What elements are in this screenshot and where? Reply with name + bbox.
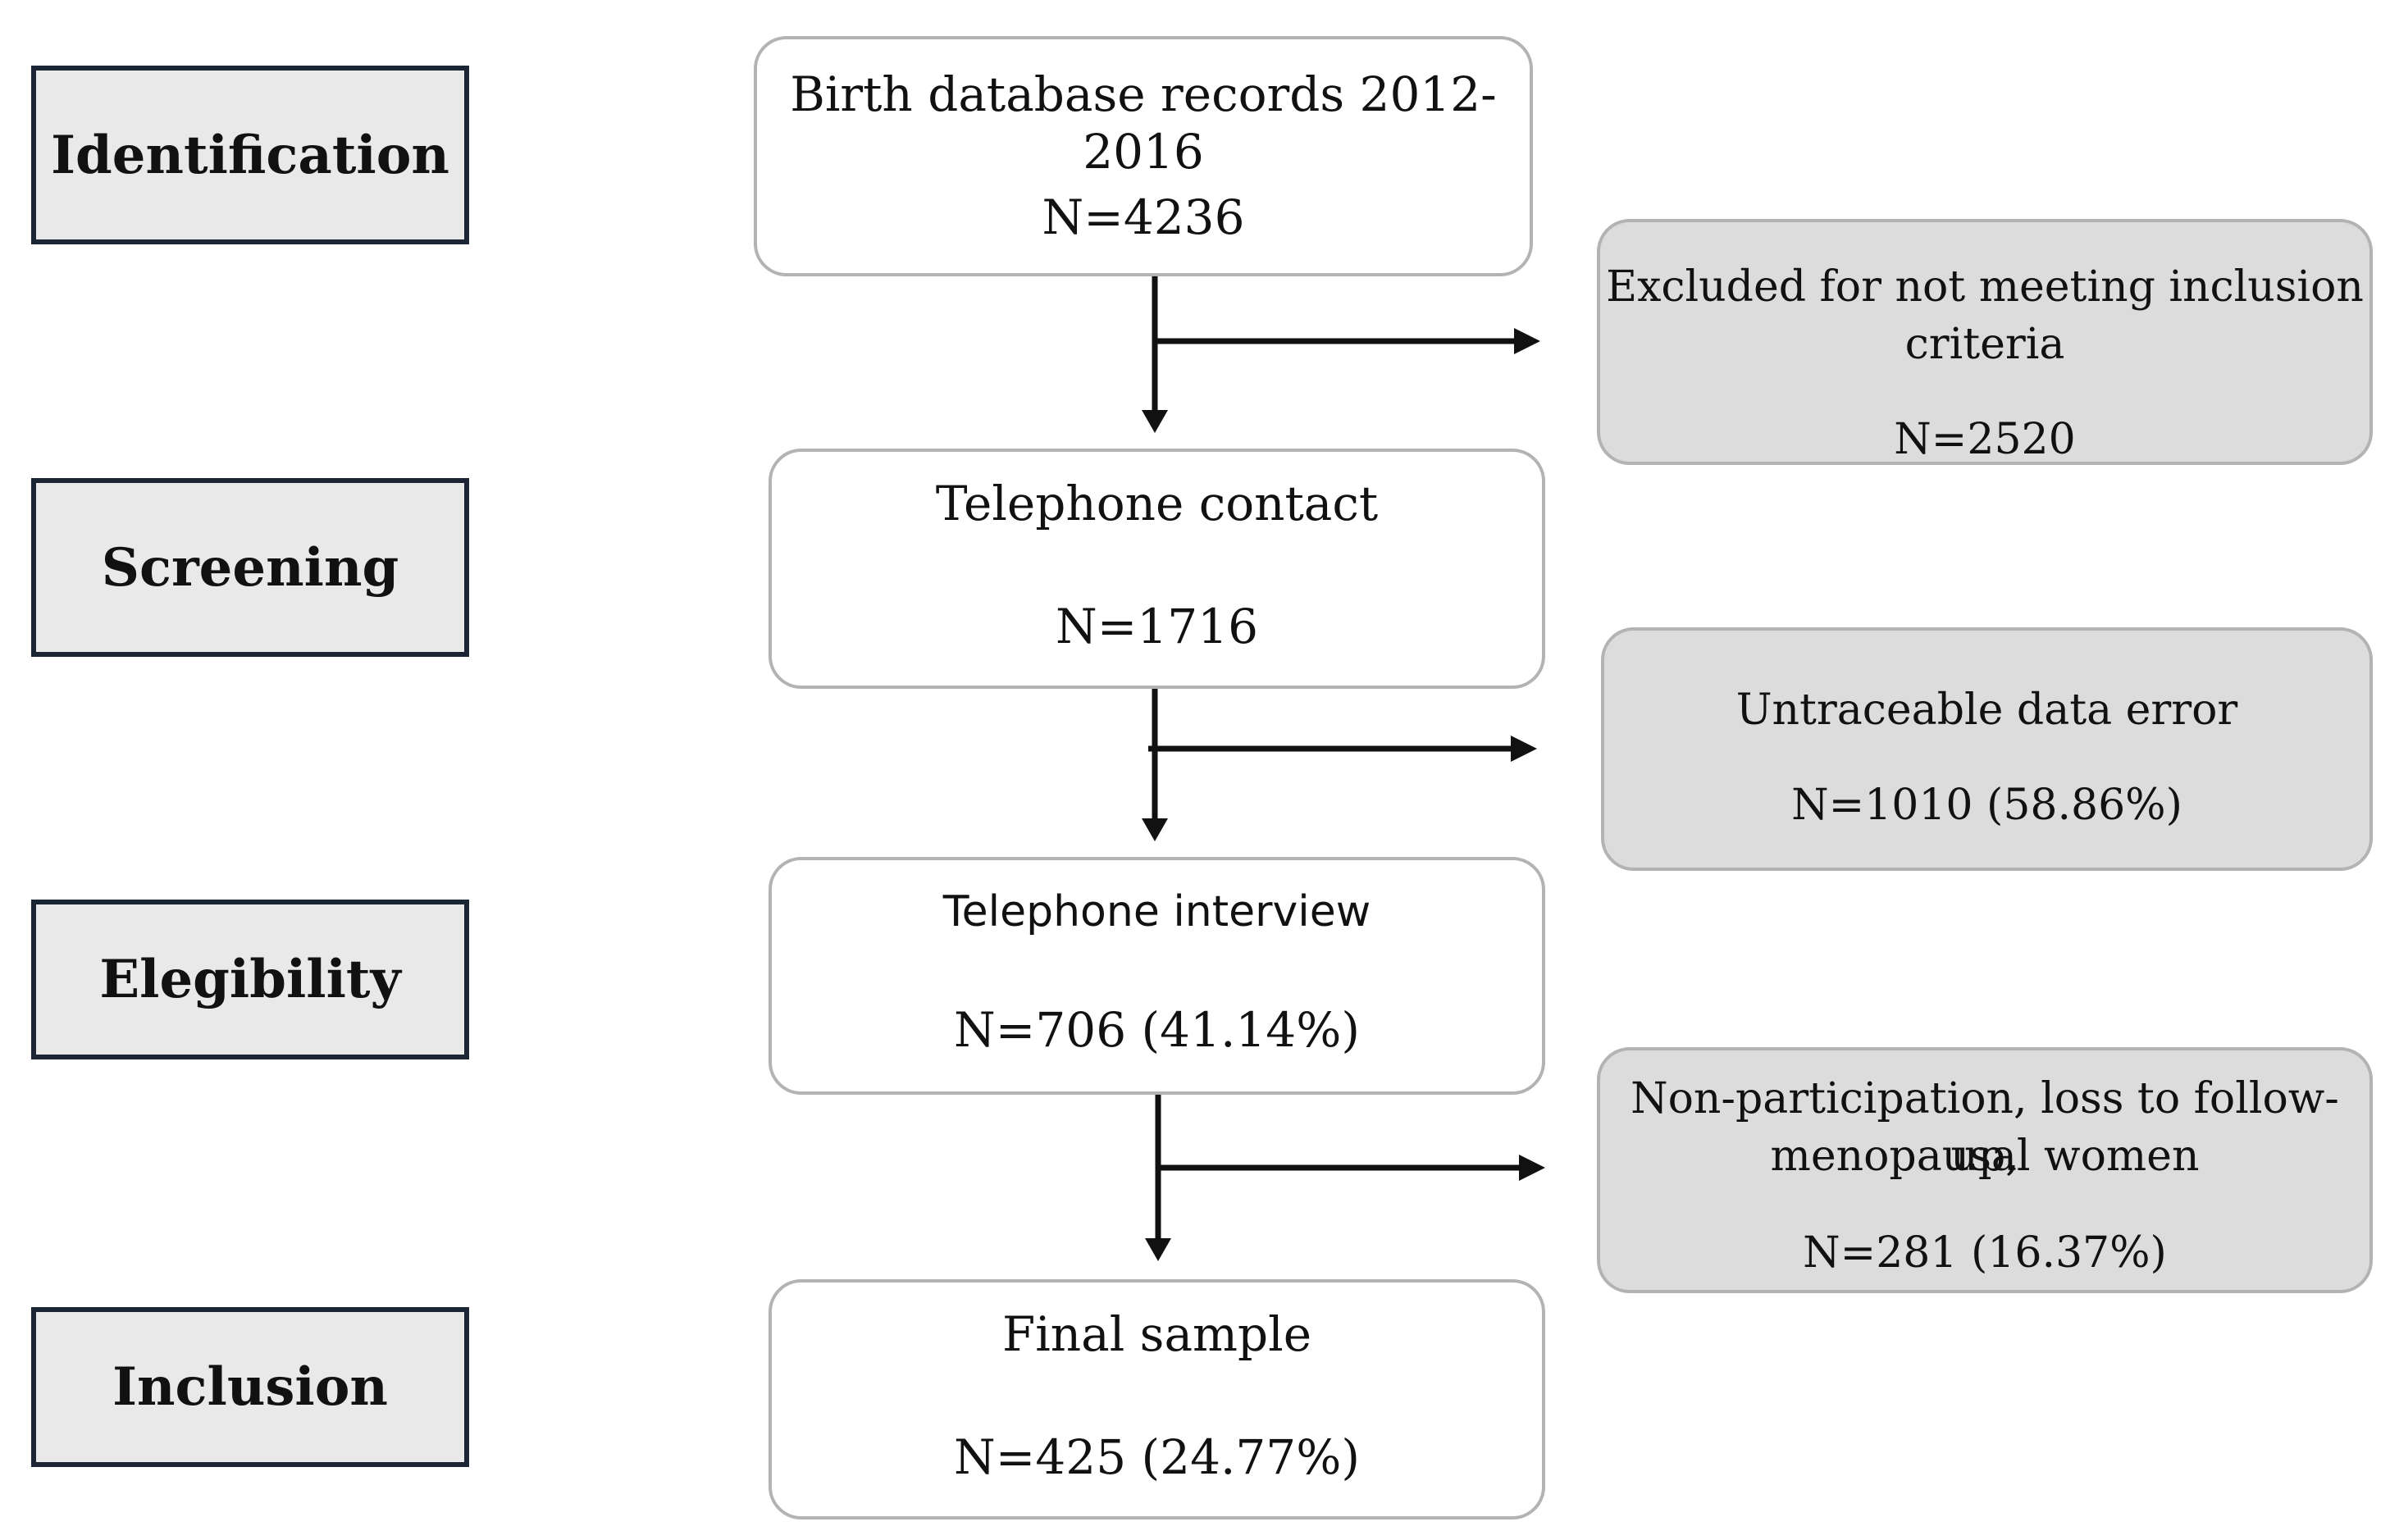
stage-eligibility: Elegibility	[31, 900, 469, 1059]
arrowhead-down-3	[1145, 1238, 1171, 1261]
arrowhead-right-2	[1511, 736, 1537, 762]
arrowhead-right-1	[1514, 328, 1540, 354]
arrow-group-2	[1142, 689, 1537, 841]
excluded-criteria-line2: criteria	[1904, 320, 2065, 369]
stage-identification: Identification	[31, 66, 469, 244]
stage-screening: Screening	[31, 478, 469, 657]
excluded-nonparticipation-line2: menopausal women	[1770, 1132, 2200, 1181]
flow-box-birth-records: Birth database records 2012-2016 N=4236	[754, 36, 1533, 276]
excluded-criteria-line1: Excluded for not meeting inclusion	[1606, 262, 2364, 312]
arrow-group-3	[1145, 1095, 1545, 1261]
excluded-untraceable-title: Untraceable data error	[1735, 686, 2238, 735]
arrowhead-down-2	[1142, 818, 1168, 841]
flow-box-birth-records-title: Birth database records 2012-2016	[790, 66, 1497, 180]
flow-box-telephone-contact-count: N=1716	[1056, 599, 1258, 654]
stage-inclusion: Inclusion	[31, 1307, 469, 1467]
stage-screening-label: Screening	[101, 536, 399, 599]
arrowhead-right-3	[1519, 1155, 1545, 1181]
flow-box-telephone-interview-title: Telephone interview	[942, 887, 1371, 936]
excluded-nonparticipation-count: N=281 (16.37%)	[1803, 1228, 2167, 1278]
flow-box-final-sample-count: N=425 (24.77%)	[954, 1429, 1360, 1485]
stage-inclusion-label: Inclusion	[112, 1356, 388, 1418]
arrowhead-down-1	[1142, 410, 1168, 433]
flow-box-birth-records-count: N=4236	[1042, 189, 1245, 245]
stage-eligibility-label: Elegibility	[99, 949, 401, 1010]
arrow-group-1	[1142, 276, 1540, 433]
flow-box-telephone-contact: Telephone contact N=1716	[769, 449, 1545, 689]
excluded-criteria-count: N=2520	[1894, 415, 2076, 464]
flow-box-final-sample-title: Final sample	[1001, 1306, 1312, 1362]
excluded-box-nonparticipation: Non-participation, loss to follow-up, me…	[1597, 1047, 2373, 1293]
excluded-box-untraceable: Untraceable data error N=1010 (58.86%)	[1601, 627, 2373, 871]
excluded-untraceable-count: N=1010 (58.86%)	[1791, 781, 2182, 830]
flow-box-telephone-interview: Telephone interview N=706 (41.14%)	[769, 857, 1545, 1095]
flow-box-telephone-interview-count: N=706 (41.14%)	[954, 1002, 1360, 1058]
flow-box-telephone-contact-title: Telephone contact	[935, 476, 1379, 531]
excluded-box-inclusion-criteria: Excluded for not meeting inclusion crite…	[1597, 219, 2373, 465]
excluded-nonparticipation-line1: Non-participation, loss to follow-up,	[1631, 1074, 2339, 1181]
flow-box-final-sample: Final sample N=425 (24.77%)	[769, 1279, 1545, 1519]
stage-identification-label: Identification	[51, 124, 449, 186]
